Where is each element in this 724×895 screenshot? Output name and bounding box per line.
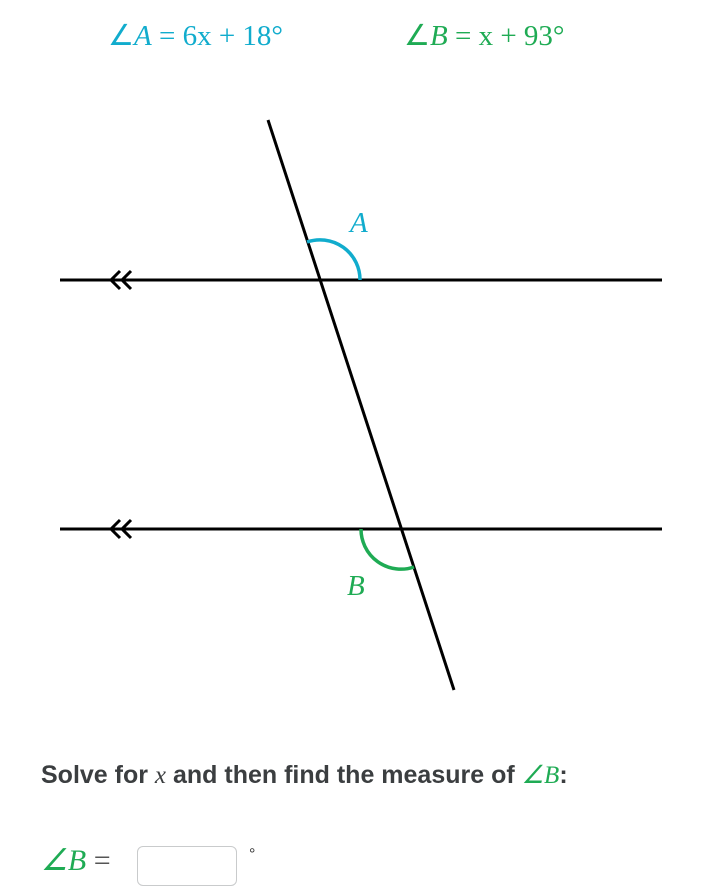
answer-angle-label: ∠B (41, 844, 87, 877)
angle-name: A (134, 20, 152, 52)
angle-b-arc (359, 528, 415, 571)
angle-a-label: A (348, 207, 368, 239)
angle-b-answer-input[interactable] (137, 846, 237, 886)
prompt-text: Solve for (41, 761, 155, 789)
equals-sign: = (86, 844, 111, 877)
prompt-text: and then find the measure of (166, 761, 522, 789)
angle-expression: = x + 93° (447, 20, 565, 52)
angle-symbol: ∠ (108, 20, 134, 52)
equation-angle-a: ∠A = 6x + 18° (108, 18, 283, 53)
answer-label: ∠B = (41, 843, 111, 878)
angle-b-reference: ∠B (521, 762, 560, 789)
prompt-colon: : (559, 761, 568, 789)
angle-a-arc (306, 238, 362, 281)
parallel-marker-top (108, 269, 133, 291)
equation-angle-b: ∠B = x + 93° (404, 18, 565, 53)
degree-symbol: ° (249, 846, 256, 863)
parallel-marker-bottom (108, 518, 133, 540)
parallel-lines-diagram: A B (60, 119, 662, 691)
angle-name: B (430, 20, 448, 52)
angle-b-label: B (347, 570, 365, 602)
question-prompt: Solve for x and then find the measure of… (41, 760, 568, 790)
transversal-line (266, 119, 456, 691)
angle-expression: = 6x + 18° (151, 20, 284, 52)
angle-symbol: ∠ (404, 20, 430, 52)
variable-x: x (154, 762, 167, 789)
